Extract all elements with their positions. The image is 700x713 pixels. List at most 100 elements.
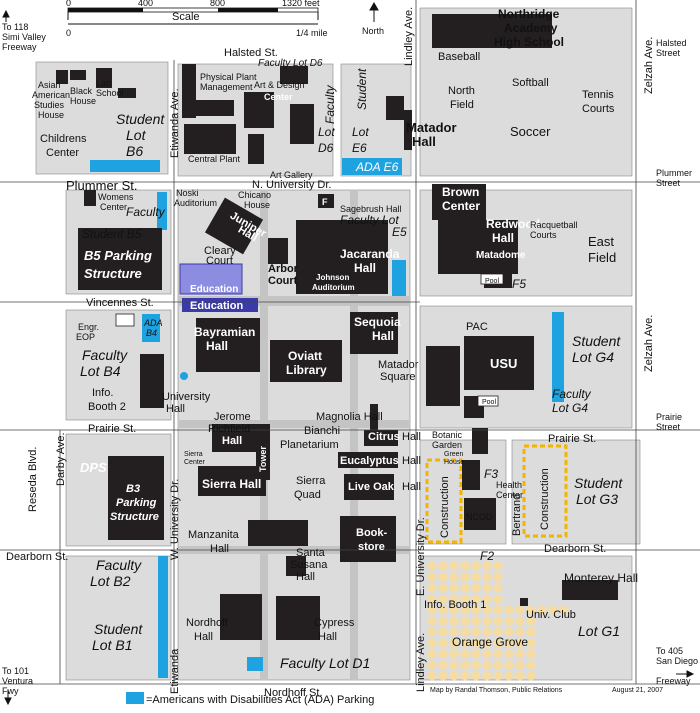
orange-grove-tree bbox=[471, 561, 481, 571]
vincennes-street: Vincennes St. bbox=[86, 297, 154, 309]
orange-grove-tree bbox=[548, 605, 558, 615]
orange-grove-tree bbox=[438, 649, 448, 659]
zelzah-avenue-south: Zelzah Ave. bbox=[643, 315, 655, 372]
svg-text:Hall: Hall bbox=[372, 329, 394, 343]
etiwanda-avenue-north: Etiwanda Ave. bbox=[169, 88, 181, 158]
b5-parking-structure-label: B5 Parking bbox=[84, 248, 152, 263]
jacaranda-hall-label: Jacaranda bbox=[340, 247, 400, 261]
svg-text:House: House bbox=[38, 110, 64, 120]
svg-text:House: House bbox=[244, 200, 270, 210]
svg-text:To 118: To 118 bbox=[2, 22, 28, 32]
orange-grove-tree bbox=[515, 649, 525, 659]
zelzah-avenue-north: Zelzah Ave. bbox=[643, 37, 655, 94]
orange-grove-tree bbox=[427, 660, 437, 670]
orange-grove-tree bbox=[482, 561, 492, 571]
pac-label: PAC bbox=[466, 321, 488, 333]
orange-grove-tree bbox=[482, 616, 492, 626]
orange-grove-tree bbox=[504, 671, 514, 681]
live-oak-hall-label: Live Oak bbox=[348, 481, 395, 493]
art-design-center-label: Art & Design bbox=[254, 80, 305, 90]
orange-grove-tree bbox=[460, 671, 470, 681]
svg-text:Garden: Garden bbox=[432, 440, 462, 450]
orange-grove-tree bbox=[482, 605, 492, 615]
svg-text:Lot B4: Lot B4 bbox=[80, 363, 121, 379]
prairie-street-west: Prairie St. bbox=[88, 423, 136, 435]
b3-parking-structure-label: B3 bbox=[126, 483, 140, 495]
sierra-hall-label: Sierra Hall bbox=[202, 477, 261, 491]
orange-grove-tree bbox=[504, 616, 514, 626]
orange-grove-tree bbox=[493, 671, 503, 681]
orange-grove-tree bbox=[482, 627, 492, 637]
svg-text:Susana: Susana bbox=[290, 559, 328, 571]
jerome-richfield-label: Jerome bbox=[214, 411, 251, 423]
orange-grove-tree bbox=[460, 583, 470, 593]
orange-grove-tree bbox=[482, 638, 492, 648]
orange-grove-area bbox=[427, 561, 569, 681]
orange-grove-tree bbox=[460, 605, 470, 615]
svg-text:American: American bbox=[32, 90, 70, 100]
svg-text:Lot G4: Lot G4 bbox=[552, 401, 588, 415]
offmap-text: To 118 Simi Valley Freeway To 101 Ventur… bbox=[2, 22, 698, 696]
svg-text:To 405: To 405 bbox=[656, 646, 683, 656]
reseda-blvd: Reseda Blvd. bbox=[27, 447, 39, 512]
monterey-hall-label: Monterey Hall bbox=[564, 571, 638, 585]
orange-grove-tree bbox=[526, 638, 536, 648]
svg-text:B4: B4 bbox=[146, 328, 157, 338]
scale-bar bbox=[67, 7, 319, 25]
svg-text:store: store bbox=[358, 541, 385, 553]
orange-grove-tree bbox=[460, 649, 470, 659]
f2-label: F2 bbox=[480, 549, 494, 563]
tennis-courts-label: Tennis bbox=[582, 89, 614, 101]
svg-text:Richfield: Richfield bbox=[208, 423, 250, 435]
orange-grove-tree bbox=[526, 616, 536, 626]
sequoia-hall-label: Sequoia bbox=[354, 315, 401, 329]
svg-text:Hall: Hall bbox=[210, 543, 229, 555]
buildings bbox=[56, 14, 618, 640]
svg-text:Freeway: Freeway bbox=[2, 42, 37, 52]
svg-text:Hall: Hall bbox=[296, 571, 315, 583]
scale-text: 0 400 800 1320 feet Scale 0 1/4 mile Nor… bbox=[66, 0, 384, 38]
svg-text:Courts: Courts bbox=[530, 230, 557, 240]
pool-markers bbox=[115, 273, 504, 407]
svg-text:Lot B1: Lot B1 bbox=[92, 637, 132, 653]
scale-tick-800: 800 bbox=[210, 0, 225, 8]
ada-b4-label: ADA bbox=[143, 318, 163, 328]
scale-tick-1320: 1320 feet bbox=[282, 0, 320, 8]
plummer-street: Plummer St. bbox=[66, 178, 138, 193]
student-lot-b1-label: Student bbox=[94, 621, 143, 637]
orange-grove-tree bbox=[493, 583, 503, 593]
orange-grove-tree bbox=[471, 583, 481, 593]
tower-label: Tower bbox=[258, 446, 268, 472]
etiwanda-avenue-south: Etiwanda bbox=[169, 648, 181, 694]
orange-grove-tree bbox=[504, 627, 514, 637]
usu-label: USU bbox=[490, 356, 517, 371]
svg-text:Street: Street bbox=[656, 48, 681, 58]
orange-grove-tree bbox=[493, 616, 503, 626]
w-university-drive: W. University Dr. bbox=[169, 479, 181, 560]
svg-text:Hall: Hall bbox=[354, 261, 376, 275]
orange-grove-tree bbox=[482, 594, 492, 604]
svg-text:Center: Center bbox=[264, 92, 293, 102]
orange-grove-tree bbox=[537, 605, 547, 615]
magnolia-hall-label: Magnolia Hall bbox=[316, 411, 383, 423]
orange-grove-tree bbox=[449, 660, 459, 670]
svg-text:EOP: EOP bbox=[76, 332, 95, 342]
orange-grove-tree bbox=[449, 561, 459, 571]
orange-grove-tree bbox=[438, 561, 448, 571]
ada-parking bbox=[90, 158, 564, 678]
f-marker bbox=[318, 194, 334, 208]
map-credit: Map by Randal Thomson, Public Relations bbox=[430, 687, 563, 694]
orange-grove-tree bbox=[471, 660, 481, 670]
svg-text:Ventura: Ventura bbox=[2, 676, 33, 686]
univ-club-label: Univ. Club bbox=[526, 609, 576, 621]
orange-grove-tree bbox=[449, 583, 459, 593]
orange-grove-tree bbox=[438, 583, 448, 593]
svg-text:Center: Center bbox=[184, 459, 206, 466]
ncod-label: NCOD bbox=[466, 512, 493, 522]
orange-grove-tree bbox=[460, 616, 470, 626]
orange-grove-tree bbox=[427, 583, 437, 593]
svg-text:Square: Square bbox=[380, 371, 415, 383]
street-labels: Halsted St. Plummer St. N. University Dr… bbox=[6, 7, 655, 699]
education-label: Education bbox=[190, 300, 243, 312]
orange-grove-tree bbox=[559, 605, 569, 615]
